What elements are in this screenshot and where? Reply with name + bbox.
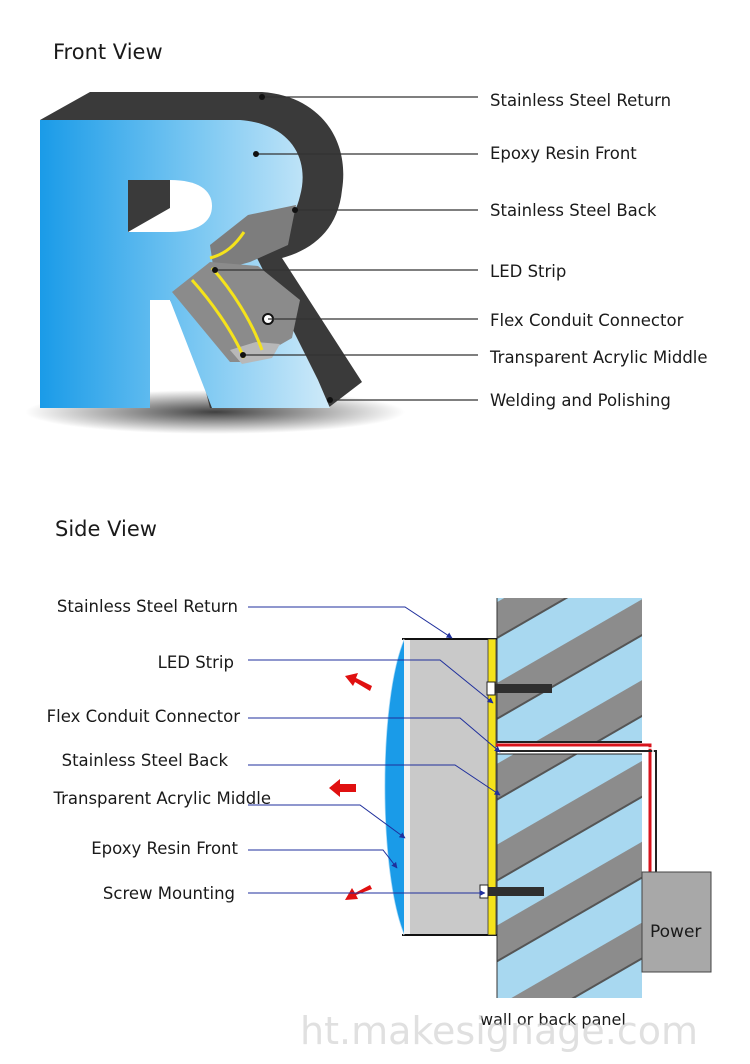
side-label-stainless-steel-return: Stainless Steel Return <box>57 597 238 616</box>
inner-white-strip <box>404 639 410 935</box>
epoxy-front-lens <box>384 639 404 935</box>
led-strip-curve-3 <box>210 266 264 351</box>
acrylic-cutaway <box>172 262 300 362</box>
front-labels: Stainless Steel Return Epoxy Resin Front… <box>489 91 708 410</box>
counter-inner-shade <box>128 180 170 232</box>
front-label-flex-conduit-connector: Flex Conduit Connector <box>490 311 684 330</box>
power-wire <box>496 743 657 872</box>
side-label-transparent-acrylic-middle: Transparent Acrylic Middle <box>52 789 271 808</box>
acrylic-middle-body <box>404 639 488 935</box>
front-leader-dots <box>212 94 333 403</box>
side-leader-lines <box>248 606 501 896</box>
power-label: Power <box>650 922 701 942</box>
letter-r-illustration <box>25 92 405 434</box>
watermark: ht.makesignage.com <box>300 1009 698 1053</box>
front-view-title: Front View <box>53 40 163 64</box>
power-supply: Power <box>641 871 712 973</box>
front-label-transparent-acrylic-middle: Transparent Acrylic Middle <box>489 348 708 367</box>
front-label-stainless-steel-back: Stainless Steel Back <box>490 201 657 220</box>
wall-panel <box>496 598 642 998</box>
wall-panel-label: wall or back panel <box>480 1010 626 1029</box>
led-strip-curve-1 <box>209 231 246 260</box>
side-label-led-strip: LED Strip <box>158 653 234 672</box>
front-label-led-strip: LED Strip <box>490 262 566 281</box>
side-label-screw-mounting: Screw Mounting <box>103 884 235 903</box>
front-label-welding-and-polishing: Welding and Polishing <box>490 391 671 410</box>
side-label-stainless-steel-back: Stainless Steel Back <box>62 751 229 770</box>
side-label-epoxy-resin-front: Epoxy Resin Front <box>91 839 238 858</box>
acrylic-cutaway-highlight <box>230 342 280 364</box>
front-label-stainless-steel-return: Stainless Steel Return <box>490 91 671 110</box>
epoxy-face-shape <box>40 120 330 408</box>
side-view-title: Side View <box>55 517 157 541</box>
screw-top <box>488 684 552 693</box>
screw-bottom <box>482 887 544 896</box>
front-label-epoxy-resin-front: Epoxy Resin Front <box>490 144 637 163</box>
steel-back-cutaway <box>210 205 296 272</box>
red-arrow-icon <box>345 673 372 691</box>
front-leader-lines <box>215 96 478 401</box>
side-labels: Stainless Steel Return LED Strip Flex Co… <box>47 597 271 903</box>
red-arrow-icon <box>329 779 356 797</box>
led-strip-curve-2 <box>190 278 246 359</box>
sign-side-profile <box>383 638 497 936</box>
side-label-flex-conduit-connector: Flex Conduit Connector <box>47 707 241 726</box>
light-direction-arrows <box>329 673 372 900</box>
